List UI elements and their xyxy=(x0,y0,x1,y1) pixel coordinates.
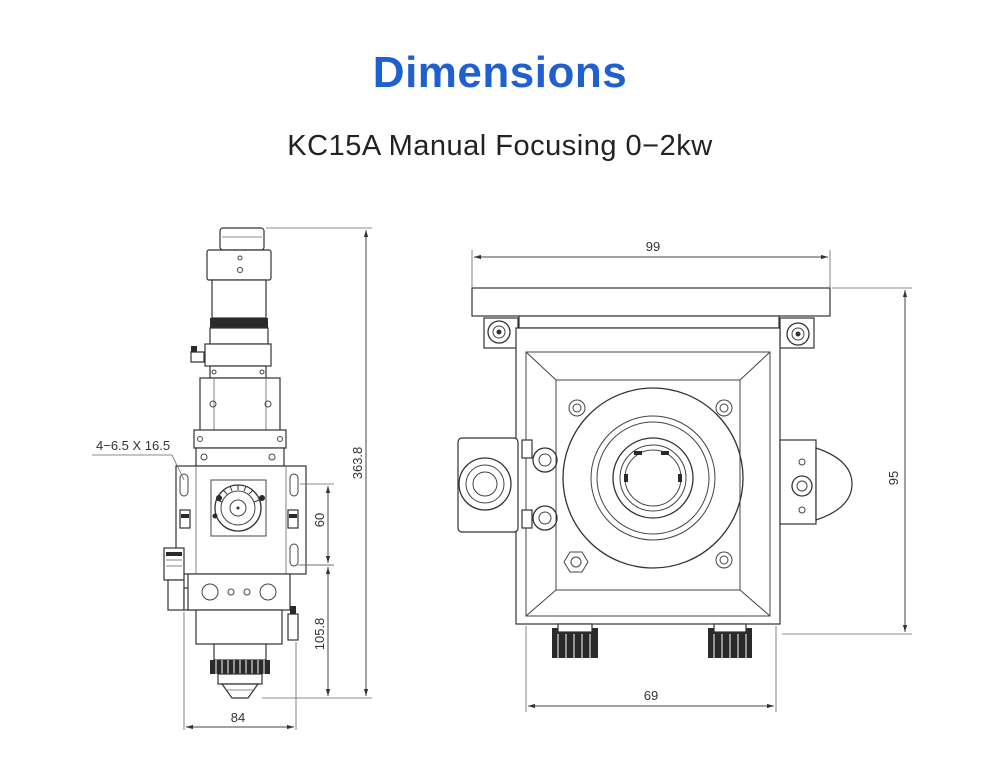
page-subtitle: KC15A Manual Focusing 0−2kw xyxy=(287,130,713,162)
side-view-dimensions: 363.8 60 105.8 84 4−6.5 X 16.5 xyxy=(92,227,372,730)
dim-slot-height: 60 xyxy=(312,513,327,527)
slot-label: 4−6.5 X 16.5 xyxy=(96,438,170,453)
dim-top-width: 99 xyxy=(646,239,660,254)
side-view-drawing xyxy=(163,227,307,699)
dim-width: 84 xyxy=(231,710,245,725)
dim-bottom-width: 69 xyxy=(644,688,658,703)
dim-height: 95 xyxy=(886,471,901,485)
front-view-dimensions: 99 95 69 xyxy=(471,239,912,712)
dim-lower-height: 105.8 xyxy=(312,618,327,651)
page-title: Dimensions xyxy=(372,48,628,97)
dim-total-height: 363.8 xyxy=(350,447,365,480)
front-view-drawing xyxy=(457,287,853,658)
